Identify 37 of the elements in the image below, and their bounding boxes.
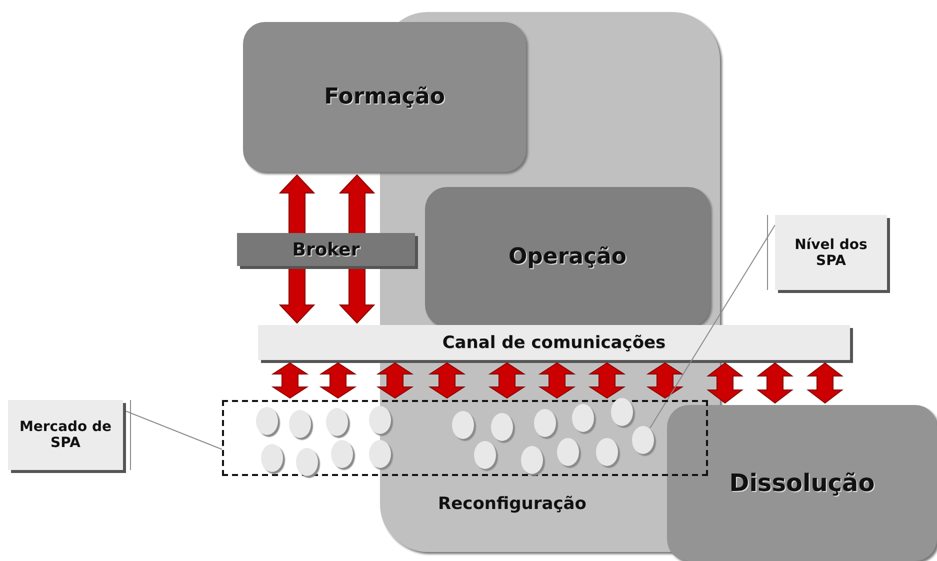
bar-label: Broker bbox=[291, 239, 361, 260]
leader-line bbox=[650, 224, 776, 428]
broker-bar bbox=[237, 233, 415, 266]
agent-ellipse bbox=[369, 440, 391, 468]
stage-box bbox=[667, 405, 937, 561]
double-arrow bbox=[806, 362, 844, 404]
callout-box bbox=[775, 215, 887, 290]
agent-ellipse bbox=[369, 406, 391, 434]
stage-label: Operação bbox=[507, 244, 628, 270]
agent-ellipse bbox=[326, 408, 348, 436]
agent-ellipse bbox=[289, 410, 311, 438]
double-arrow bbox=[271, 362, 309, 399]
bar-label: Canal de comunicações bbox=[441, 332, 667, 352]
stage-box bbox=[425, 187, 710, 327]
agent-ellipse bbox=[331, 440, 353, 468]
stage-label: Reconfiguração bbox=[438, 494, 586, 514]
double-arrow bbox=[538, 362, 576, 399]
agent-ellipse bbox=[261, 444, 283, 472]
double-arrow bbox=[646, 362, 684, 399]
stage-label: Formação bbox=[323, 84, 446, 110]
callout-text: Mercado de SPA bbox=[18, 419, 113, 451]
double-arrow bbox=[706, 362, 744, 404]
double-arrow bbox=[278, 174, 316, 324]
double-arrow bbox=[428, 362, 466, 399]
double-arrow bbox=[376, 362, 414, 399]
double-arrow bbox=[756, 362, 794, 404]
callout-box bbox=[8, 400, 123, 470]
double-arrow bbox=[319, 362, 357, 399]
agent-ellipse bbox=[296, 448, 318, 476]
stage-label: Dissolução bbox=[728, 469, 876, 497]
double-arrow bbox=[488, 362, 526, 399]
stage-box bbox=[243, 22, 526, 172]
agent-ellipse bbox=[256, 407, 278, 435]
double-arrow bbox=[338, 174, 376, 324]
double-arrow bbox=[588, 362, 626, 399]
channel-bar bbox=[258, 325, 850, 360]
callout-text: Nível dos SPA bbox=[794, 236, 868, 268]
